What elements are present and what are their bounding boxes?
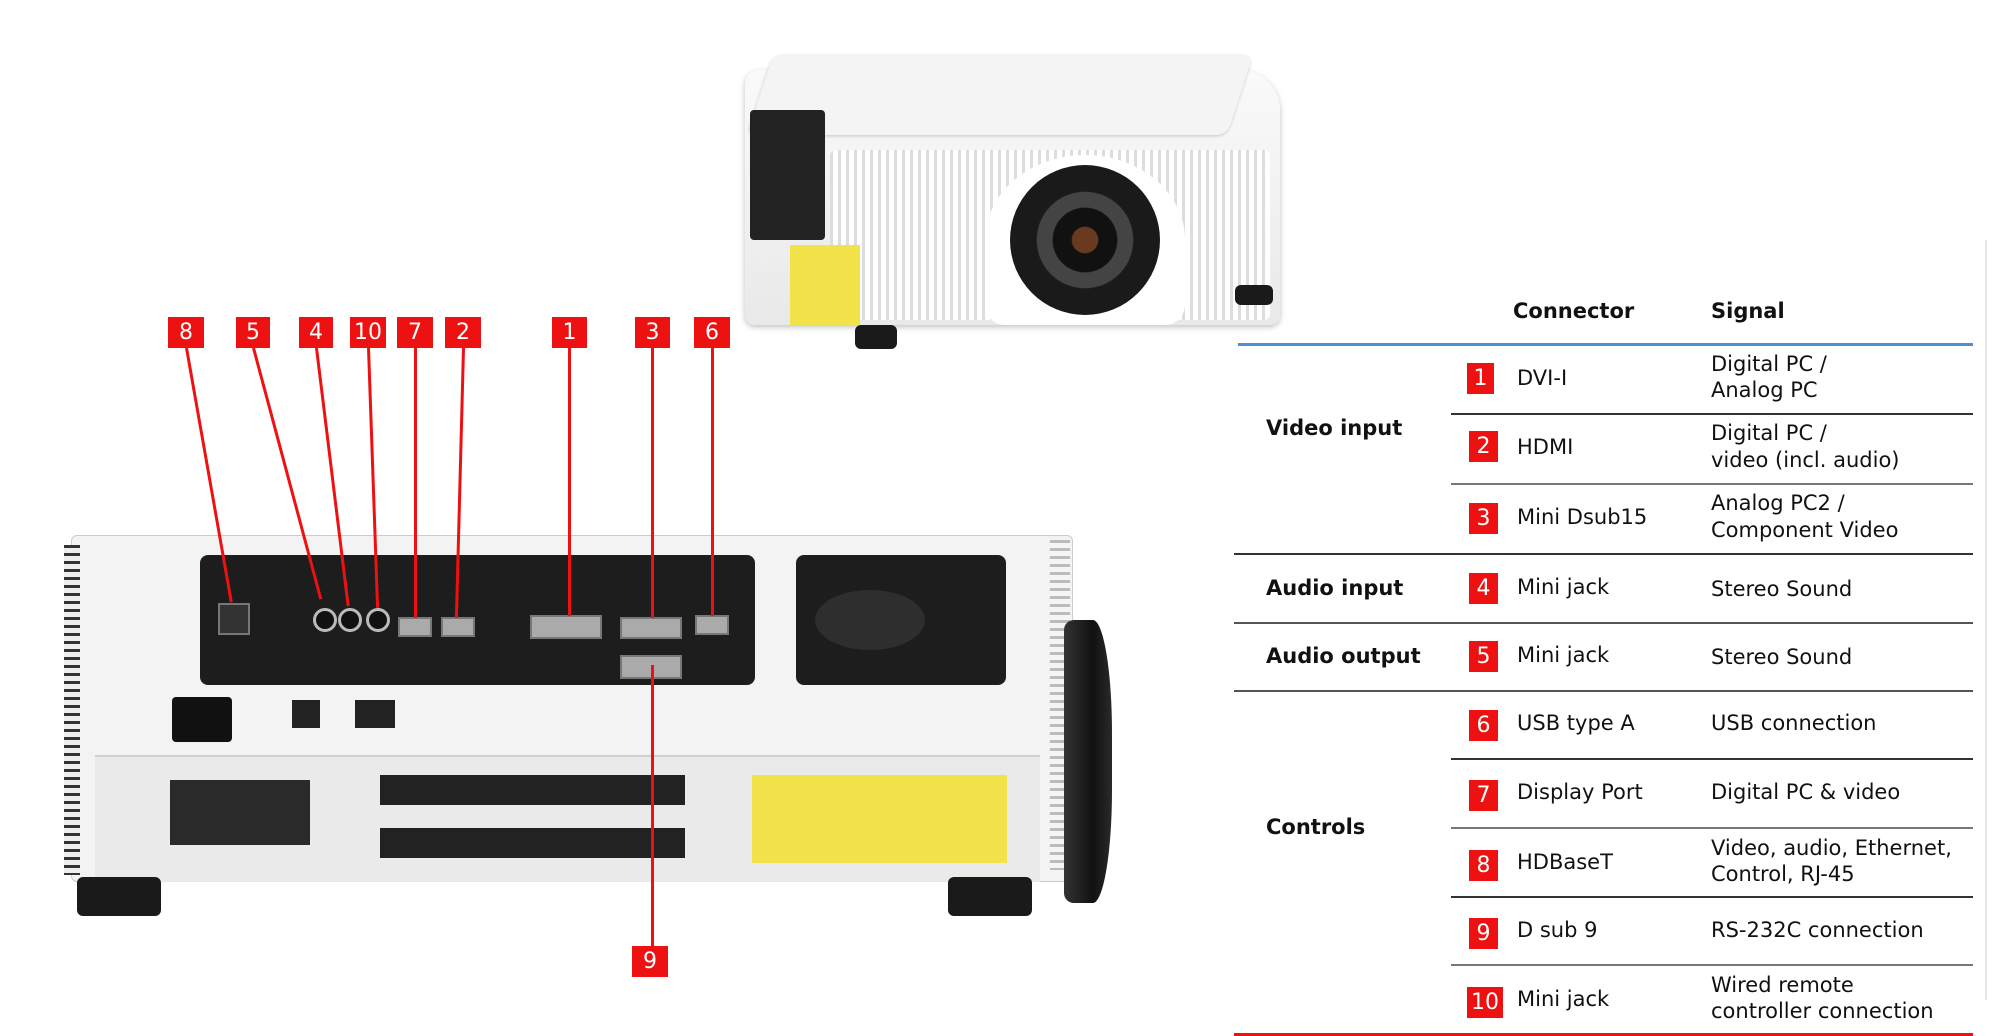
row-badge-2: 2 [1469,431,1498,462]
row-badge-9: 9 [1469,918,1498,949]
row-signal-line2: Component Video [1711,518,1899,542]
page-edge-line [1985,240,1987,1000]
rear-foot [77,877,161,916]
group-divider [1234,622,1973,624]
callout-badge-8: 8 [168,317,204,348]
row-badge-6: 6 [1469,710,1498,741]
left-vent [64,545,80,875]
group-divider [1234,690,1973,692]
projector-foot [855,325,897,349]
rear-foot [948,877,1032,916]
callout-badge-3: 3 [635,317,670,348]
row-signal: RS-232C connection [1711,918,1924,942]
mini-dsub15-port [620,617,682,639]
row-badge-3: 3 [1469,503,1498,534]
displayport-port [398,617,432,637]
row-divider [1451,964,1973,966]
control-keypad [815,590,925,650]
power-inlet [172,697,232,742]
lens-ring [1064,620,1112,903]
projector-lens [1010,165,1160,315]
group-audio-input: Audio input [1266,576,1404,600]
row-signal-line2: controller connection [1711,999,1934,1023]
header-connector: Connector [1513,299,1635,323]
row-badge-7: 7 [1469,780,1498,811]
callout-badge-9: 9 [632,946,668,977]
audio-out-jack [313,608,337,632]
callout-badge-7: 7 [397,317,433,348]
group-divider [1234,553,1973,555]
group-video-input: Video input [1266,416,1403,440]
projector-side-ports [750,110,825,240]
row-connector: USB type A [1517,711,1635,735]
header-signal: Signal [1711,299,1785,323]
row-connector: DVI-I [1517,366,1568,390]
row-connector: HDMI [1517,435,1574,459]
leader-line-3 [651,348,654,618]
callout-badge-4: 4 [299,317,333,348]
hdbaset-port [218,603,250,635]
row-signal: Stereo Sound [1711,577,1853,601]
group-controls: Controls [1266,815,1366,839]
row-connector: Mini jack [1517,643,1610,667]
projector-foot [1235,285,1273,305]
dvi-port [530,615,602,639]
row-divider [1451,758,1973,760]
rear-rating-plate [170,780,310,845]
leader-line-1 [568,348,571,616]
row-signal: Digital PC & video [1711,780,1901,804]
row-connector: Mini Dsub15 [1517,505,1648,529]
callout-badge-10: 10 [350,317,386,348]
callout-badge-1: 1 [552,317,587,348]
row-signal-line1: Video, audio, Ethernet, [1711,836,1952,860]
row-badge-10: 10 [1467,987,1503,1018]
leader-line-6 [711,348,714,616]
row-connector: D sub 9 [1517,918,1598,942]
power-switch [292,700,320,728]
row-connector: HDBaseT [1517,850,1613,874]
callout-badge-2: 2 [445,317,481,348]
group-audio-output: Audio output [1266,644,1421,668]
row-signal-line2: video (incl. audio) [1711,448,1900,472]
hdmi-port [441,617,475,637]
row-divider [1451,896,1973,898]
row-signal: USB connection [1711,711,1877,735]
rear-label [380,828,685,858]
row-signal-line1: Digital PC / [1711,352,1827,376]
remote-jack [366,608,390,632]
projector-label-sticker [790,245,860,325]
row-signal: Stereo Sound [1711,645,1853,669]
callout-badge-6: 6 [694,317,730,348]
rear-label [380,775,685,805]
audio-in-jack [338,608,362,632]
leader-line-7 [414,348,417,618]
leader-line-9 [651,665,654,948]
row-badge-4: 4 [1469,573,1498,604]
callout-badge-5: 5 [236,317,270,348]
row-divider [1451,413,1973,415]
row-signal-line1: Analog PC2 / [1711,491,1845,515]
row-connector: Display Port [1517,780,1643,804]
row-signal-line1: Digital PC / [1711,421,1827,445]
row-divider [1451,483,1973,485]
usb-port [695,615,729,635]
row-connector: Mini jack [1517,575,1610,599]
row-badge-5: 5 [1469,641,1498,672]
row-divider [1451,827,1973,829]
row-signal-line1: Wired remote [1711,973,1854,997]
header-rule [1238,343,1973,346]
row-badge-8: 8 [1469,850,1498,881]
row-badge-1: 1 [1467,363,1494,394]
row-signal-line2: Analog PC [1711,378,1818,402]
rear-yellow-sticker [752,775,1007,863]
security-slot [355,700,395,728]
row-signal-line2: Control, RJ-45 [1711,862,1855,886]
